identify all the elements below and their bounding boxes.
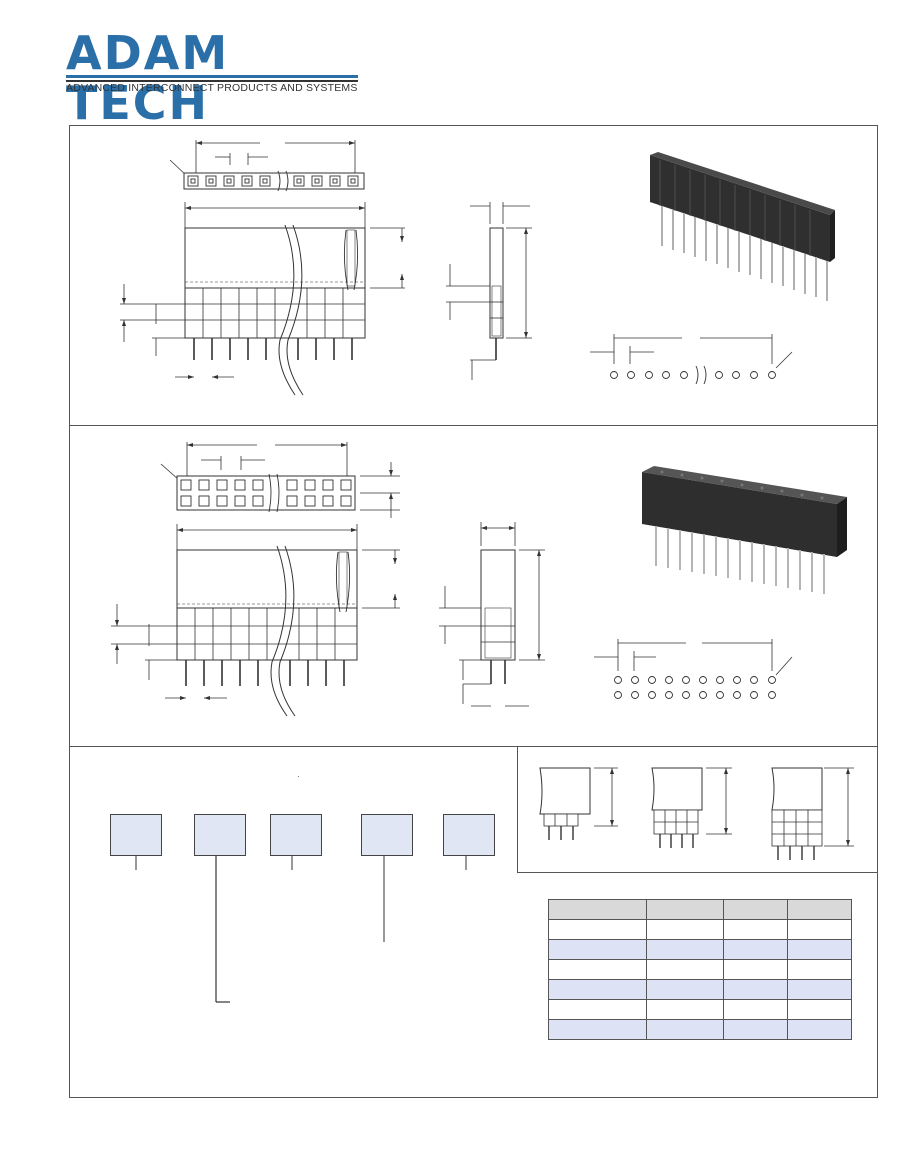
table-cell <box>548 959 647 980</box>
table-cell <box>645 979 725 1000</box>
part-number-box-5 <box>443 814 495 856</box>
drawing-frame <box>69 125 878 1098</box>
table-cell <box>723 1019 789 1040</box>
table-header-cell <box>548 899 647 920</box>
logo-tagline: ADVANCED INTERCONNECT PRODUCTS AND SYSTE… <box>66 82 358 94</box>
single-row-top-view <box>169 140 365 192</box>
triple-height-diagram <box>771 767 854 860</box>
single-row-height-diagram <box>539 767 618 840</box>
single-row-side-view <box>446 202 532 380</box>
dual-row-front-view <box>111 524 400 717</box>
table-cell <box>548 919 647 940</box>
logo-wordmark: ADAM TECH <box>66 26 230 130</box>
table-header-cell <box>787 899 852 920</box>
table-row <box>548 1019 852 1040</box>
table-cell <box>548 979 647 1000</box>
table-cell <box>723 999 789 1020</box>
table-cell <box>787 999 852 1020</box>
table-cell <box>723 959 789 980</box>
table-cell <box>548 939 647 960</box>
table-row <box>548 919 852 940</box>
dual-row-product-photo <box>642 466 847 594</box>
table-cell <box>787 959 852 980</box>
table-cell <box>723 939 789 960</box>
single-row-product-photo <box>650 152 835 301</box>
table-row <box>548 959 852 980</box>
table-cell <box>787 939 852 960</box>
dual-row-side-view <box>439 522 545 707</box>
section-divider-3 <box>517 872 878 873</box>
table-cell <box>787 979 852 1000</box>
section-divider-1 <box>69 425 878 426</box>
dual-row-pcb-layout <box>594 639 793 699</box>
logo-underline <box>66 75 358 82</box>
table-header-row <box>548 899 852 920</box>
part-number-box-3 <box>270 814 322 856</box>
single-row-pcb-layout <box>590 334 793 385</box>
section-divider-vertical <box>517 746 518 872</box>
center-dot: · <box>297 772 300 781</box>
double-height-diagram <box>651 767 732 848</box>
section-divider-2 <box>69 746 878 747</box>
table-cell <box>548 999 647 1020</box>
table-cell <box>645 959 725 980</box>
table-cell <box>787 919 852 940</box>
table-cell <box>787 1019 852 1040</box>
table-cell <box>645 939 725 960</box>
single-row-front-view <box>120 202 405 396</box>
table-row <box>548 939 852 960</box>
part-number-leader-lines <box>135 856 467 1003</box>
table-cell <box>645 999 725 1020</box>
table-cell <box>548 1019 647 1040</box>
table-row <box>548 999 852 1020</box>
table-cell <box>723 919 789 940</box>
table-row <box>548 979 852 1000</box>
table-cell <box>723 979 789 1000</box>
company-logo: ADAM TECH ADVANCED INTERCONNECT PRODUCTS… <box>66 28 366 128</box>
dual-row-top-view <box>160 442 400 518</box>
part-number-box-1 <box>110 814 162 856</box>
table-header-cell <box>645 899 725 920</box>
table-header-cell <box>723 899 789 920</box>
part-number-box-2 <box>194 814 246 856</box>
spec-table <box>548 899 852 1040</box>
table-cell <box>645 1019 725 1040</box>
table-cell <box>645 919 725 940</box>
part-number-box-4 <box>361 814 413 856</box>
